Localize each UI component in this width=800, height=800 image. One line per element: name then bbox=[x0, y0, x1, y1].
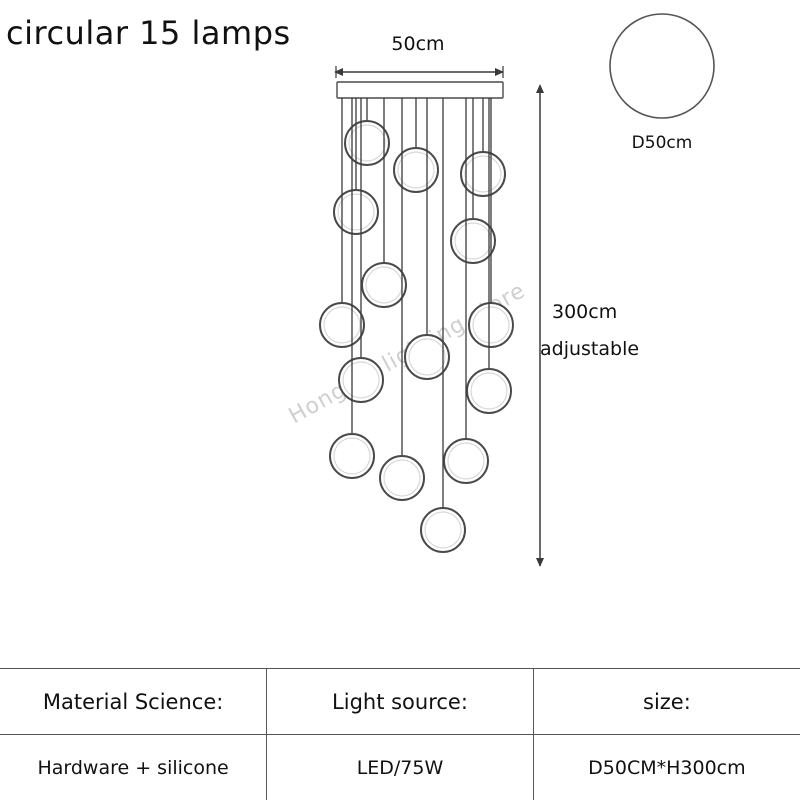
lamp-ring bbox=[393, 147, 439, 193]
lamp-ring bbox=[333, 189, 379, 235]
lamp-ring bbox=[443, 438, 489, 484]
lamp-ring-inner bbox=[333, 437, 371, 475]
specs-value-light-source: LED/75W bbox=[266, 734, 534, 800]
lamp-ring-inner bbox=[397, 151, 435, 189]
lamp-ring-inner bbox=[447, 442, 485, 480]
lamp-ring-inner bbox=[408, 338, 446, 376]
lamp-ring bbox=[420, 507, 466, 553]
lamp-ring-inner bbox=[337, 193, 375, 231]
ceiling-canopy bbox=[336, 81, 504, 99]
lamp-ring bbox=[404, 334, 450, 380]
lamp-ring-inner bbox=[323, 306, 361, 344]
lamp-ring bbox=[460, 151, 506, 197]
specs-value-material: Hardware + silicone bbox=[0, 734, 268, 800]
lamp-ring-inner bbox=[383, 459, 421, 497]
page-title: circular 15 lamps bbox=[6, 14, 291, 52]
lamp-ring-inner bbox=[342, 361, 380, 399]
specs-header-row: Material Science: Light source: size: bbox=[0, 668, 800, 735]
lamp-ring bbox=[379, 455, 425, 501]
lamp-ring-inner bbox=[464, 155, 502, 193]
height-note: adjustable bbox=[540, 338, 639, 360]
specs-header-light-source: Light source: bbox=[266, 668, 534, 735]
lamp-ring-inner bbox=[424, 511, 462, 549]
diameter-circle bbox=[609, 13, 715, 119]
lamp-ring-inner bbox=[472, 306, 510, 344]
lamp-ring bbox=[361, 262, 407, 308]
specs-table: Material Science: Light source: size: Ha… bbox=[0, 668, 800, 800]
lamp-ring-inner bbox=[348, 124, 386, 162]
lamp-ring bbox=[338, 357, 384, 403]
lamp-diagram: 50cm 300cm adjustable D50cm Hongqin ligh… bbox=[285, 13, 715, 567]
height-label: 300cm bbox=[552, 301, 617, 323]
lamp-ring bbox=[319, 302, 365, 348]
lamp-ring bbox=[329, 433, 375, 479]
diameter-label: D50cm bbox=[632, 133, 693, 153]
specs-value-size: D50CM*H300cm bbox=[532, 734, 800, 800]
specs-header-size: size: bbox=[532, 668, 800, 735]
lamp-ring-inner bbox=[470, 372, 508, 410]
lamp-ring bbox=[450, 218, 496, 264]
specs-values-row: Hardware + silicone LED/75W D50CM*H300cm bbox=[0, 734, 800, 800]
width-label: 50cm bbox=[391, 33, 444, 55]
specs-header-material: Material Science: bbox=[0, 668, 268, 735]
lamp-ring bbox=[468, 302, 514, 348]
lamp-ring bbox=[466, 368, 512, 414]
pendant-lamps bbox=[319, 98, 514, 553]
